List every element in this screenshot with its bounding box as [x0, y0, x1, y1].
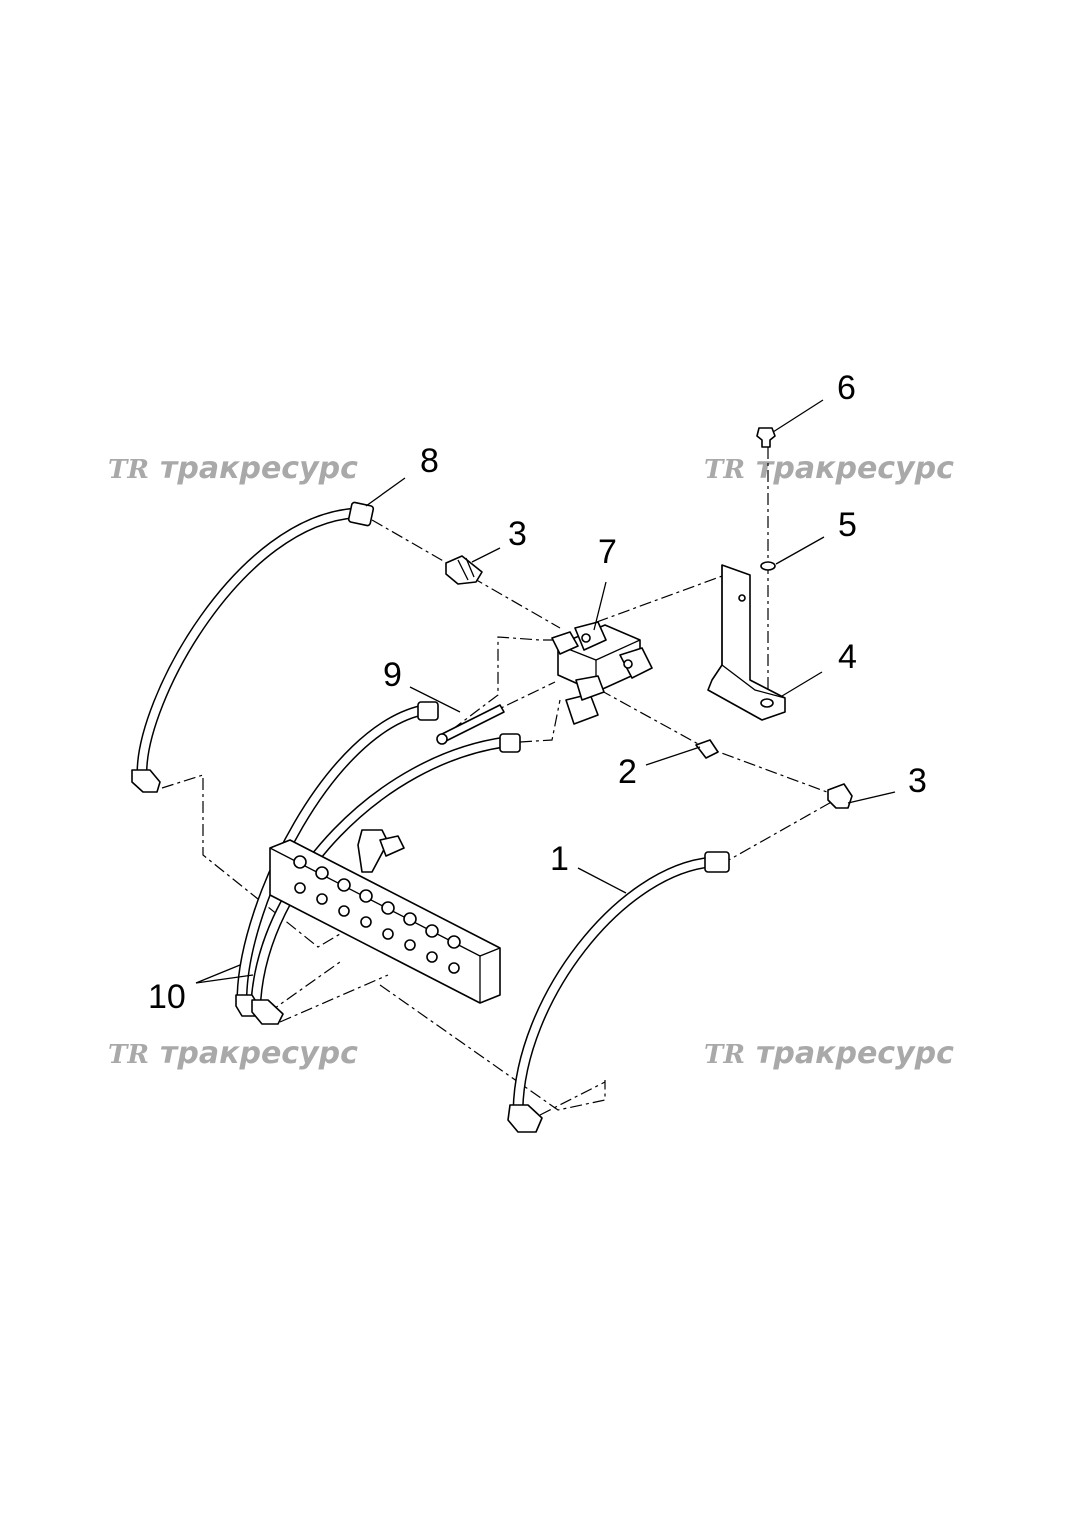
bolt-9	[436, 704, 505, 745]
callout-3-lower: 3	[908, 762, 927, 800]
callout-3-upper: 3	[508, 515, 527, 553]
callout-8: 8	[420, 442, 439, 480]
watermark-text: тракресурс	[160, 451, 358, 486]
watermark-logo: TR	[108, 455, 149, 485]
watermark-bottom-right: TR тракресурс	[704, 1036, 954, 1071]
bracket-4	[707, 564, 786, 721]
valve-block-7	[551, 621, 653, 725]
callout-5: 5	[838, 506, 857, 544]
hose-1	[507, 851, 730, 1133]
leader-lines	[195, 399, 896, 984]
hose-8	[131, 501, 375, 793]
callout-6: 6	[837, 369, 856, 407]
adapter-3-upper	[445, 555, 483, 585]
callout-4: 4	[838, 638, 857, 676]
watermark-logo: TR	[108, 1040, 149, 1070]
manifold-block	[269, 829, 501, 1004]
watermark-text: тракресурс	[756, 451, 954, 486]
callout-2: 2	[618, 753, 637, 791]
watermark-logo: TR	[704, 455, 745, 485]
callout-1: 1	[550, 840, 569, 878]
washer-5	[760, 561, 776, 571]
watermark-top-right: TR тракресурс	[704, 451, 954, 486]
watermark-top-left: TR тракресурс	[108, 451, 358, 486]
bolt-6	[756, 427, 776, 448]
watermark-logo: TR	[704, 1040, 745, 1070]
callout-7: 7	[598, 533, 617, 571]
callouts: 8 3 7 6 5 4 9 2 3 1 10	[148, 369, 927, 1016]
callout-9: 9	[383, 656, 402, 694]
watermark-text: тракресурс	[160, 1036, 358, 1071]
watermark-text: тракресурс	[756, 1036, 954, 1071]
watermark-bottom-left: TR тракресурс	[108, 1036, 358, 1071]
fitting-2	[695, 739, 719, 759]
callout-10: 10	[148, 978, 186, 1016]
elbow-3-lower	[827, 783, 853, 809]
hoses-10	[235, 701, 521, 1025]
